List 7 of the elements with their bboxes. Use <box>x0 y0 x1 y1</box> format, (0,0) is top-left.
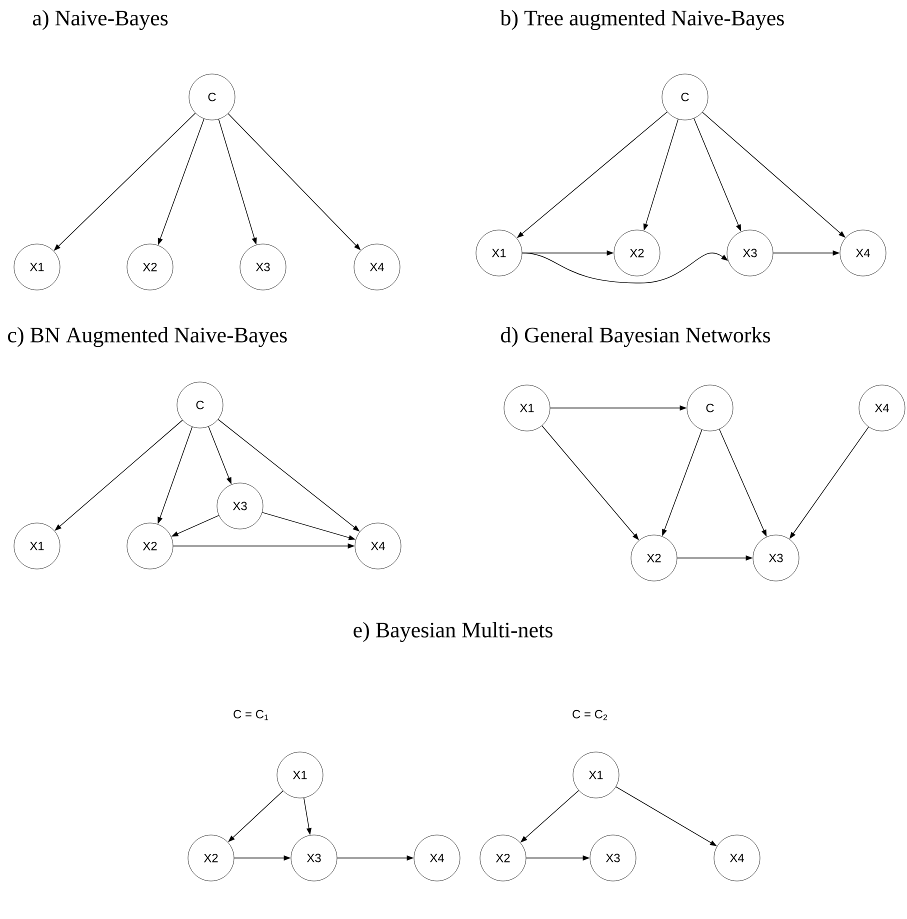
network-label: C = C$_{2}$ <box>572 710 608 720</box>
panel-title: b) Tree augmented Naive-Bayes <box>500 10 784 30</box>
network-label: C = C$_{1}$ <box>234 710 268 720</box>
panel-title: c) BN Augmented Naive-Bayes <box>8 327 287 348</box>
panel-title: e) Bayesian Multi-nets <box>354 622 552 642</box>
panel-title: d) General Bayesian Networks <box>501 327 770 348</box>
panel-title: a) Naive-Bayes <box>32 10 168 30</box>
